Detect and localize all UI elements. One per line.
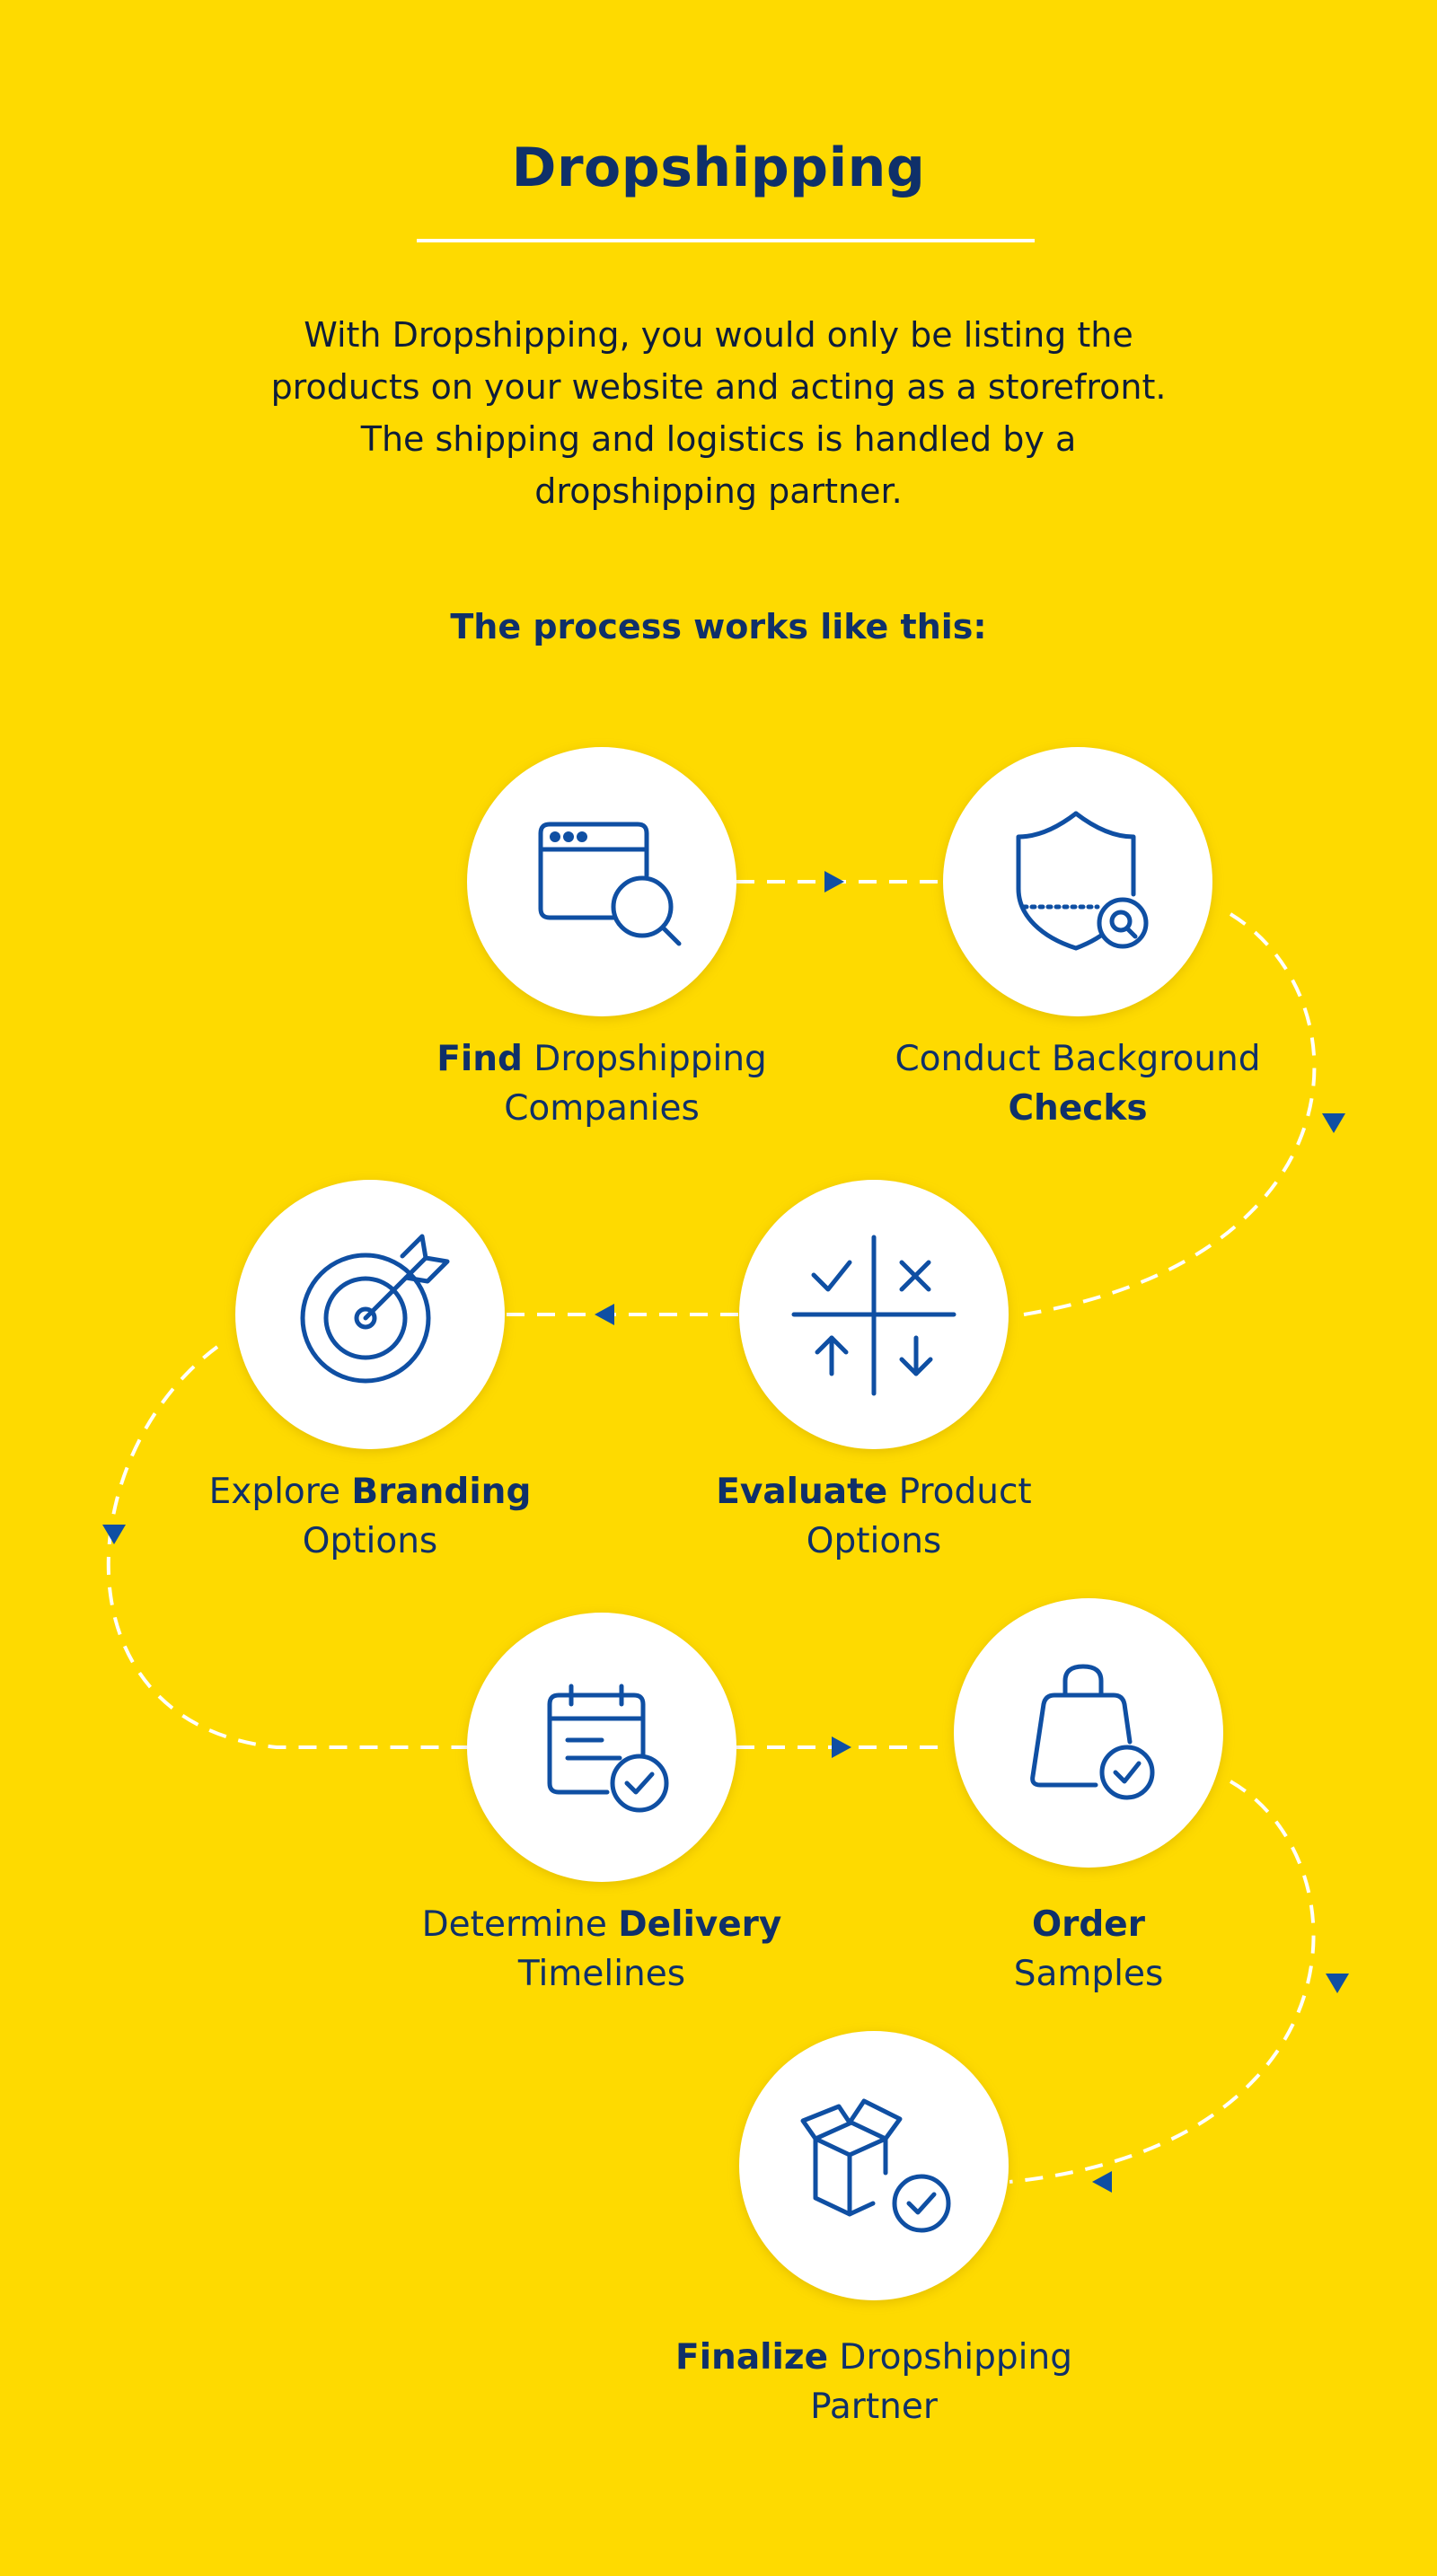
arrow-down-icon <box>1326 1974 1349 1993</box>
arrow-right-icon <box>832 1736 851 1758</box>
target-arrow-icon <box>300 1234 450 1384</box>
arrow-left-icon <box>595 1304 614 1325</box>
step-6-circle <box>954 1598 1223 1868</box>
calendar-check-icon <box>547 1684 669 1813</box>
arrow-down-icon <box>1322 1113 1345 1133</box>
arrow-right-icon <box>824 871 844 892</box>
step-6-label: Order Samples <box>1013 1904 1164 1994</box>
arrow-down-icon <box>102 1525 126 1544</box>
flow-arrows <box>102 871 1349 2193</box>
evaluate-grid-icon <box>791 1235 957 1396</box>
connector-4-5 <box>106 1345 467 1749</box>
arrow-left-icon <box>1092 2171 1112 2193</box>
step-5-circle <box>467 1613 736 1882</box>
step-1-circle <box>467 747 736 1016</box>
shopping-bag-check-icon <box>1030 1664 1155 1800</box>
title-divider <box>417 239 1035 242</box>
connector-6-7 <box>1009 1780 1316 2184</box>
step-2-circle <box>943 747 1212 1016</box>
step-7-label: Finalize Dropshipping Partner <box>675 2337 1072 2427</box>
step-3-label: Evaluate Product Options <box>716 1472 1032 1561</box>
shield-search-icon <box>1016 811 1149 951</box>
step-4-label: Explore Branding Options <box>208 1472 532 1561</box>
connector-2-3 <box>1023 912 1317 1316</box>
step-1-label: Find Dropshipping Companies <box>436 1039 767 1129</box>
box-check-icon <box>800 2098 951 2233</box>
step-2-label: Conduct Background Checks <box>895 1039 1261 1129</box>
process-subheading: The process works like this: <box>450 607 987 646</box>
browser-search-icon <box>538 822 682 946</box>
intro-paragraph: With Dropshipping, you would only be lis… <box>270 315 1167 511</box>
step-7-circle <box>739 2031 1009 2300</box>
step-5-label: Determine Delivery Timelines <box>421 1904 782 1994</box>
page-title: Dropshipping <box>511 136 926 199</box>
